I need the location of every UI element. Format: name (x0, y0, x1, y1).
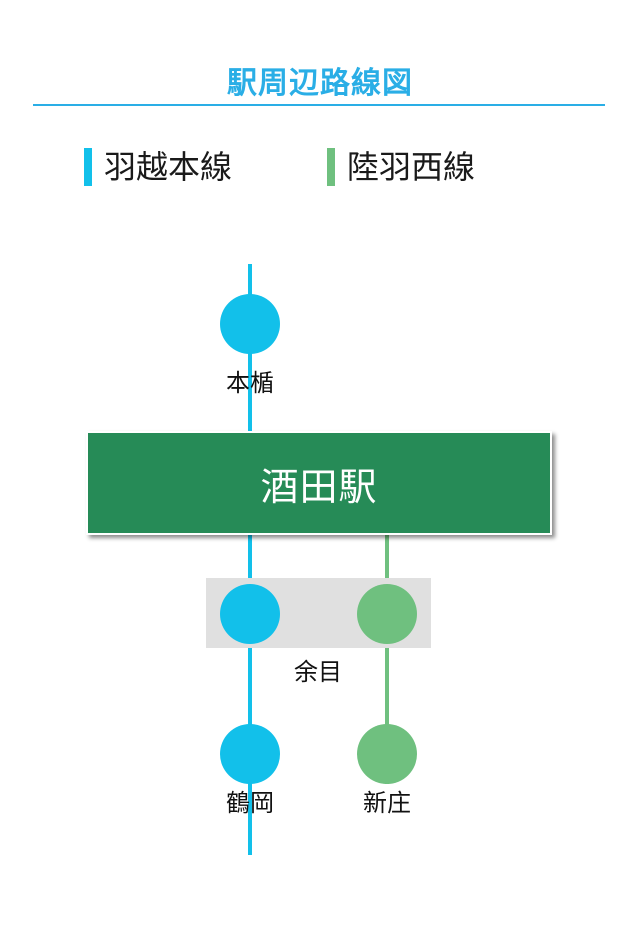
legend-item-rikuusai: 陸羽西線 (327, 147, 475, 187)
legend-label-uetsu: 羽越本線 (104, 148, 233, 186)
station-dot-amarume-rikuusai[interactable] (357, 584, 417, 644)
rikuusai-line (385, 532, 389, 784)
station-dot-tsuruoka[interactable] (220, 724, 280, 784)
station-label-amarume: 余目 (294, 658, 342, 686)
station-dot-shinjo[interactable] (357, 724, 417, 784)
legend-swatch-uetsu (84, 148, 92, 186)
legend-item-uetsu: 羽越本線 (84, 147, 232, 187)
station-dot-amarume-uetsu[interactable] (220, 584, 280, 644)
station-label-hontate: 本楯 (226, 369, 274, 397)
main-station-label: 酒田駅 (260, 464, 378, 509)
station-dot-hontate[interactable] (220, 294, 280, 354)
main-station-sakata[interactable]: 酒田駅 (86, 431, 552, 535)
legend-swatch-rikuusai (327, 148, 335, 186)
uetsu-line-south (248, 532, 252, 855)
station-label-tsuruoka: 鶴岡 (226, 789, 274, 817)
title-divider (33, 104, 605, 106)
page-title: 駅周辺路線図 (227, 66, 413, 101)
legend-label-rikuusai: 陸羽西線 (347, 148, 476, 186)
station-label-shinjo: 新庄 (363, 789, 411, 817)
